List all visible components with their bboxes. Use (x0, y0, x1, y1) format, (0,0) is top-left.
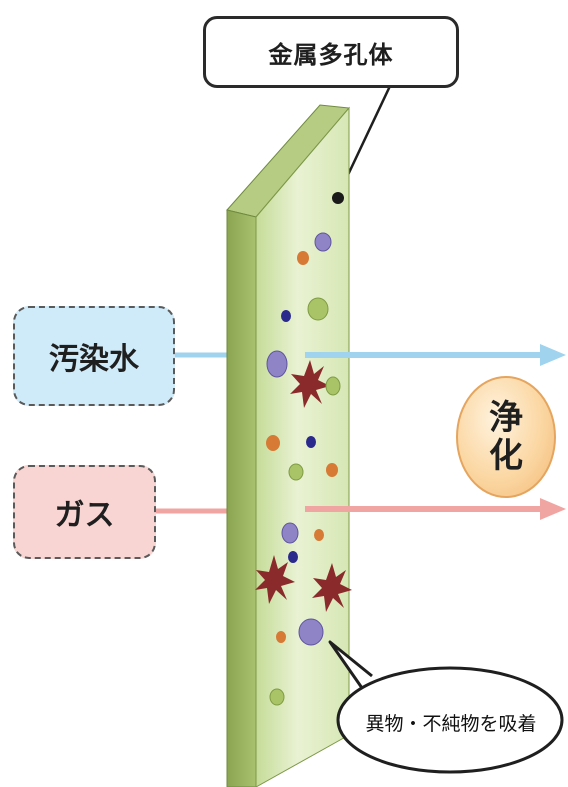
navy-dot-icon (306, 436, 316, 448)
red-star-icon (312, 563, 352, 612)
gas-outflow-arrow (305, 498, 566, 520)
orange-dot-icon (276, 631, 286, 643)
navy-dot-icon (281, 310, 291, 322)
purification-badge: 浄 化 (456, 376, 556, 498)
title-pointer-dot (332, 192, 344, 204)
purple-blob-icon (298, 618, 324, 646)
orange-dot-icon (266, 435, 280, 451)
contaminated-water-label: 汚染水 (13, 306, 175, 406)
purple-blob-icon (314, 232, 332, 252)
purple-blob-icon (281, 522, 299, 544)
orange-dot-icon (314, 529, 324, 541)
purification-char-2: 化 (489, 436, 523, 476)
adsorption-callout-bubble (328, 640, 564, 774)
title-label: 金属多孔体 (203, 16, 459, 88)
gas-label: ガス (13, 465, 156, 559)
green-blob-icon (307, 297, 329, 321)
navy-dot-icon (288, 551, 298, 563)
red-star-icon (290, 360, 330, 408)
purification-char-1: 浄 (489, 398, 523, 438)
green-blob-icon (288, 463, 304, 481)
orange-dot-icon (297, 251, 309, 265)
purple-blob-icon (266, 350, 288, 378)
green-blob-icon (325, 376, 341, 396)
red-star-icon (255, 555, 295, 604)
particles (255, 232, 352, 706)
green-blob-icon (269, 688, 285, 706)
porous-metal-plate (226, 104, 350, 787)
plate-side-face (226, 209, 257, 787)
callout-text: 異物・不純物を吸着 (365, 712, 537, 735)
orange-dot-icon (326, 463, 338, 477)
water-outflow-arrow (305, 344, 566, 366)
